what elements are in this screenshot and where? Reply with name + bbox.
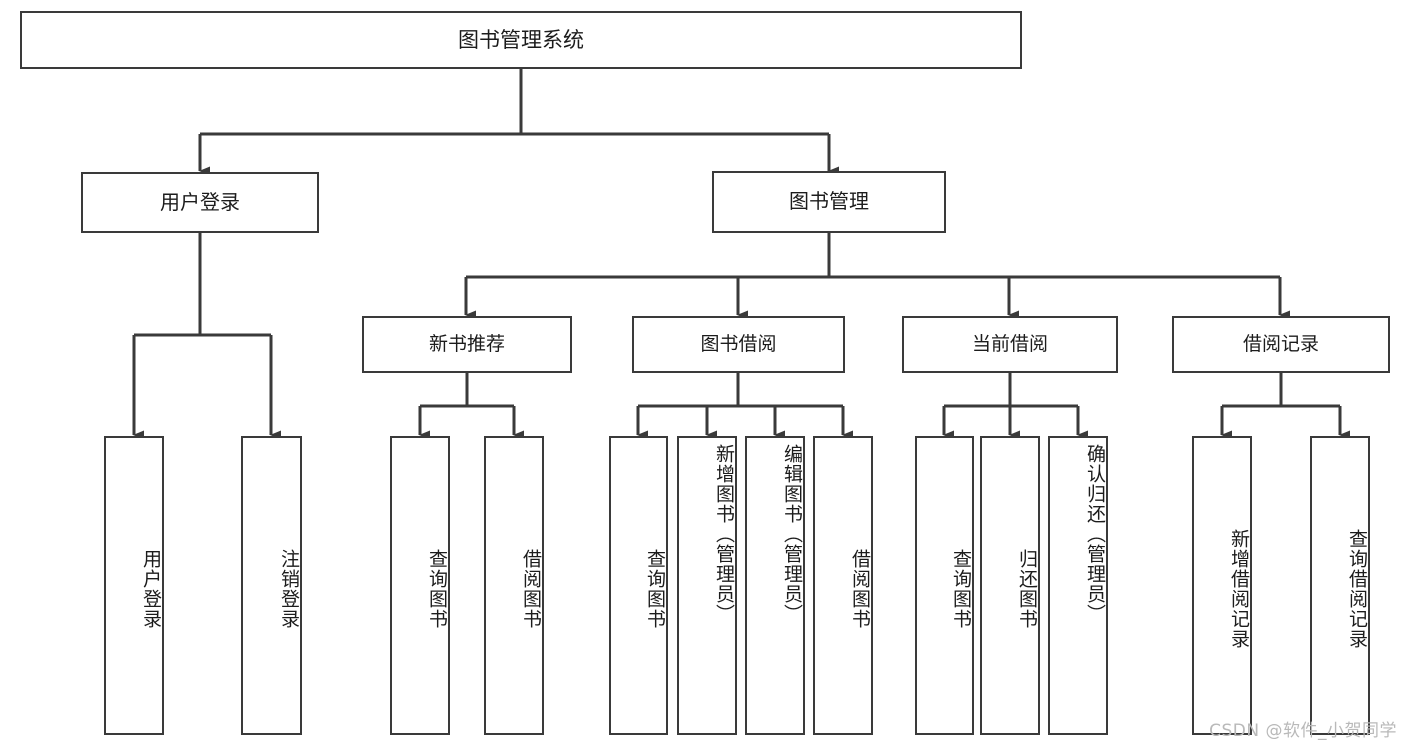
node-user-login[interactable]: 用户登录 xyxy=(81,172,319,233)
node-leaf-borrow-book-1-label: 借阅图书 xyxy=(520,548,542,629)
node-book-borrow-label: 图书借阅 xyxy=(700,333,777,356)
node-leaf-borrow-book-2[interactable]: 借阅图书 xyxy=(813,436,873,735)
node-current-borrow[interactable]: 当前借阅 xyxy=(902,316,1118,373)
node-leaf-return-book[interactable]: 归还图书 xyxy=(980,436,1040,735)
node-borrow-record-label: 借阅记录 xyxy=(1242,333,1319,356)
node-leaf-add-borrow-record[interactable]: 新增借阅记录 xyxy=(1192,436,1252,735)
node-leaf-query-book-2-label: 查询图书 xyxy=(644,548,666,629)
node-new-book-recommend-label: 新书推荐 xyxy=(428,333,505,356)
node-leaf-query-book-1-label: 查询图书 xyxy=(426,548,448,629)
node-leaf-user-login[interactable]: 用户登录 xyxy=(104,436,164,735)
node-leaf-edit-book-admin-label: 编辑图书（管理员） xyxy=(781,444,803,624)
node-leaf-borrow-book-1[interactable]: 借阅图书 xyxy=(484,436,544,735)
node-leaf-query-borrow-record[interactable]: 查询借阅记录 xyxy=(1310,436,1370,735)
node-current-borrow-label: 当前借阅 xyxy=(971,333,1048,356)
node-leaf-query-book-2[interactable]: 查询图书 xyxy=(609,436,668,735)
node-leaf-add-book-admin[interactable]: 新增图书（管理员） xyxy=(677,436,737,735)
node-leaf-borrow-book-2-label: 借阅图书 xyxy=(849,548,871,629)
node-leaf-query-book-1[interactable]: 查询图书 xyxy=(390,436,450,735)
node-root-label: 图书管理系统 xyxy=(458,27,584,52)
node-book-manage-label: 图书管理 xyxy=(789,189,869,214)
node-leaf-logout-login[interactable]: 注销登录 xyxy=(241,436,302,735)
node-borrow-record[interactable]: 借阅记录 xyxy=(1172,316,1390,373)
node-leaf-user-login-label: 用户登录 xyxy=(140,548,162,629)
node-leaf-return-book-label: 归还图书 xyxy=(1016,548,1038,629)
node-leaf-confirm-return-admin[interactable]: 确认归还（管理员） xyxy=(1048,436,1108,735)
node-leaf-edit-book-admin[interactable]: 编辑图书（管理员） xyxy=(745,436,805,735)
node-book-manage[interactable]: 图书管理 xyxy=(712,171,946,233)
node-new-book-recommend[interactable]: 新书推荐 xyxy=(362,316,572,373)
node-user-login-label: 用户登录 xyxy=(160,189,240,214)
node-leaf-logout-login-label: 注销登录 xyxy=(278,548,300,629)
node-leaf-add-borrow-record-label: 新增借阅记录 xyxy=(1228,528,1250,649)
node-leaf-query-borrow-record-label: 查询借阅记录 xyxy=(1346,528,1368,649)
node-root[interactable]: 图书管理系统 xyxy=(20,11,1022,69)
csdn-watermark: CSDN @软件_小贺同学 xyxy=(1209,721,1397,741)
node-leaf-query-book-3-label: 查询图书 xyxy=(950,548,972,629)
node-leaf-confirm-return-admin-label: 确认归还（管理员） xyxy=(1084,444,1106,624)
node-book-borrow[interactable]: 图书借阅 xyxy=(632,316,845,373)
node-leaf-add-book-admin-label: 新增图书（管理员） xyxy=(713,444,735,624)
node-leaf-query-book-3[interactable]: 查询图书 xyxy=(915,436,974,735)
